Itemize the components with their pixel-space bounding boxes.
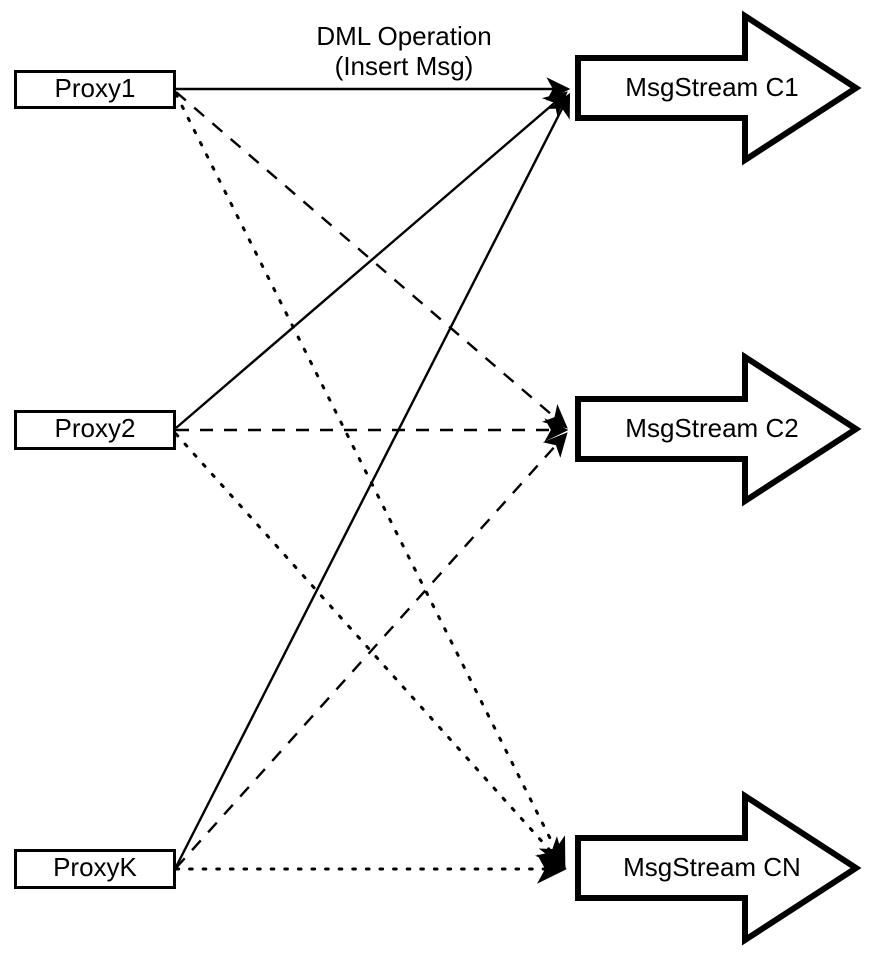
- proxy2-box[interactable]: [14, 410, 176, 450]
- proxy1-box[interactable]: [14, 70, 176, 109]
- edge-proxy1-to-stream-cn[interactable]: [174, 92, 566, 869]
- edge-group-proxyk: [174, 92, 571, 884]
- node-proxy1[interactable]: Proxy1: [14, 70, 176, 109]
- edge-proxy2-to-stream-cn[interactable]: [174, 432, 567, 869]
- node-proxy2[interactable]: Proxy2: [14, 410, 176, 450]
- stream-cn-arrow-shape[interactable]: [575, 790, 862, 946]
- proxyk-box[interactable]: [14, 849, 176, 889]
- edge-proxyk-to-stream-c2[interactable]: [175, 432, 568, 869]
- node-stream-c1[interactable]: MsgStream C1: [575, 10, 862, 166]
- edge-group-proxy2: [174, 91, 569, 869]
- stream-cn-label: MsgStream CN: [623, 852, 801, 882]
- annotation-line-2: (Insert Msg): [335, 51, 474, 81]
- edge-proxyk-to-stream-c1[interactable]: [174, 92, 571, 868]
- stream-c1-label: MsgStream C1: [625, 72, 798, 102]
- stream-c2-arrow-shape[interactable]: [575, 351, 862, 507]
- edge-annotation-dml-operation: DML Operation (Insert Msg): [316, 21, 491, 81]
- proxy2-label: Proxy2: [55, 413, 136, 443]
- stream-c2-label: MsgStream C2: [625, 413, 798, 443]
- edge-proxy2-to-stream-c1[interactable]: [175, 91, 568, 429]
- node-stream-cn[interactable]: MsgStream CN: [575, 790, 862, 946]
- proxyk-label: ProxyK: [53, 852, 137, 882]
- annotation-line-1: DML Operation: [316, 21, 491, 51]
- node-stream-c2[interactable]: MsgStream C2: [575, 351, 862, 507]
- stream-c1-arrow-shape[interactable]: [575, 10, 862, 166]
- node-proxyk[interactable]: ProxyK: [14, 849, 176, 889]
- edge-group-proxy1: [174, 77, 571, 869]
- proxy1-label: Proxy1: [55, 73, 136, 103]
